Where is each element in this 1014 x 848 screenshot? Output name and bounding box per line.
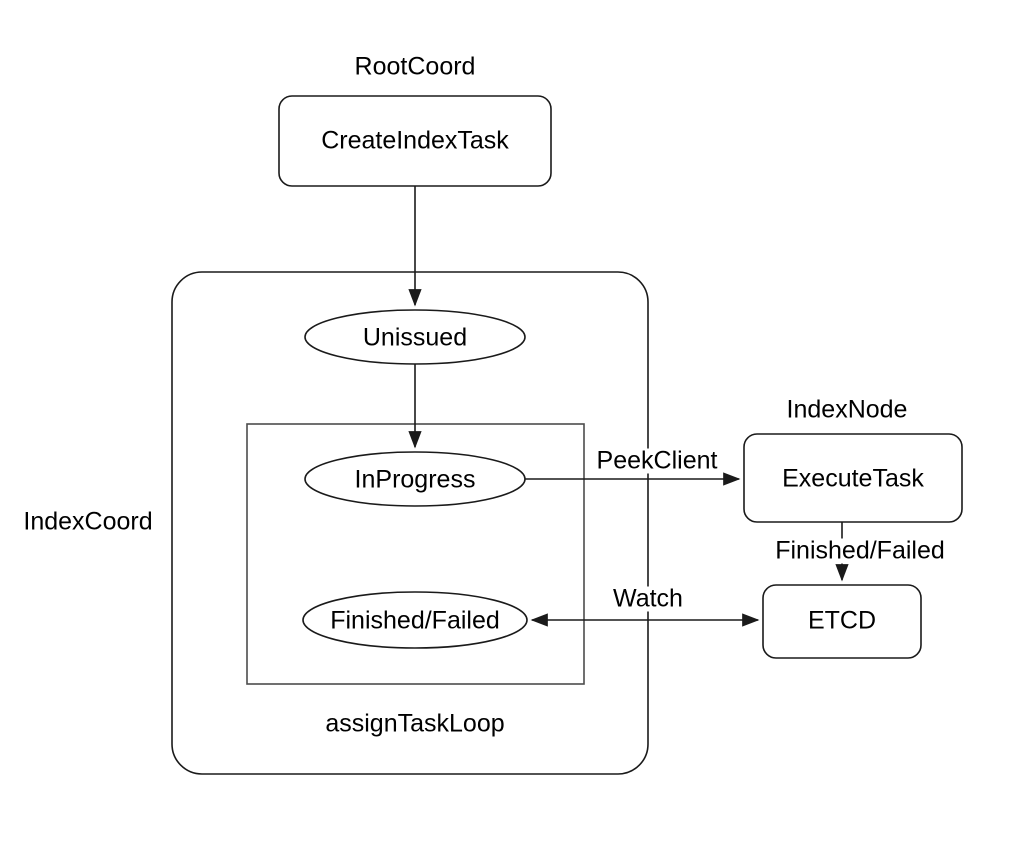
edge-label-finished-failed: Finished/Failed xyxy=(773,536,947,565)
group-label-assigntaskloop: assignTaskLoop xyxy=(325,709,505,738)
edge-label-peekclient: PeekClient xyxy=(594,446,720,475)
node-label-executetask: ExecuteTask xyxy=(782,464,924,493)
node-label-inprogress: InProgress xyxy=(354,465,476,494)
node-shape-etcd[interactable] xyxy=(762,584,922,659)
node-label-createindextask: CreateIndexTask xyxy=(321,126,509,155)
group-label-indexnode: IndexNode xyxy=(786,395,908,424)
group-label-rootcoord: RootCoord xyxy=(354,52,476,81)
node-shape-executetask[interactable] xyxy=(743,433,963,523)
group-label-indexcoord: IndexCoord xyxy=(23,507,153,536)
edge-label-watch: Watch xyxy=(611,584,685,613)
node-label-finishedfailed: Finished/Failed xyxy=(330,606,500,635)
group-container-indexcoord xyxy=(171,271,649,775)
node-shape-finishedfailed[interactable] xyxy=(302,591,528,649)
node-label-etcd: ETCD xyxy=(807,606,877,635)
node-label-unissued: Unissued xyxy=(362,323,468,352)
